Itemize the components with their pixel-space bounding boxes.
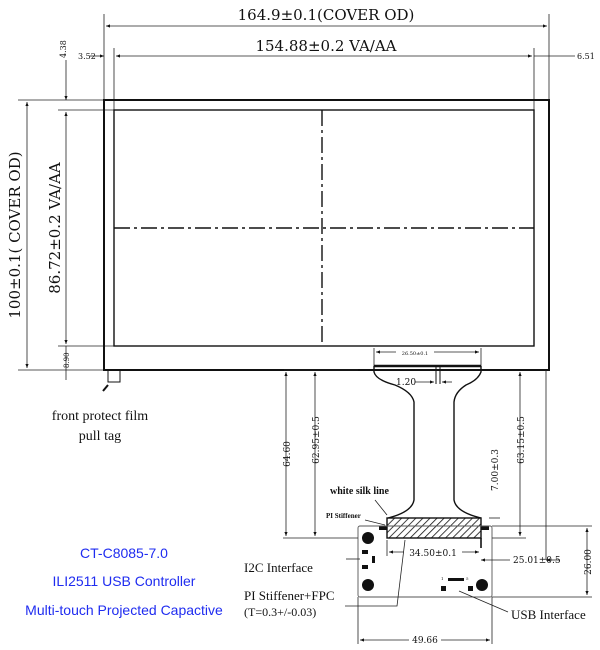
pull-tag-shape <box>107 369 121 383</box>
fpc-outline <box>373 366 482 519</box>
usb-interface-label: USB Interface <box>511 607 586 622</box>
bottom-margin-label: 8.90 <box>63 352 71 368</box>
controller-pcb-outline <box>357 525 493 598</box>
pi-stiffener-label: PI Stiffener <box>326 512 361 520</box>
pi-stiffener-fpc-label: PI Stiffener+FPC <box>244 588 335 603</box>
stiffener-height-label: 7.00±0.3 <box>491 449 501 491</box>
fpc-thickness-label: (T=0.3+/-0.03) <box>244 605 316 619</box>
pcb-height-label: 26.00 <box>584 549 594 575</box>
i2c-interface-label: I2C Interface <box>244 560 313 575</box>
cover-height-label: 100±0.1( COVER OD) <box>6 151 24 318</box>
pull-tag-label-line1: front protect film <box>52 409 149 424</box>
mounting-hole <box>362 532 374 544</box>
va-height-label: 86.72±0.2 VA/AA <box>46 162 64 294</box>
left-margin-label: 3.52 <box>78 52 96 61</box>
product-controller: ILI2511 USB Controller <box>53 573 196 589</box>
pin5-label: 5 <box>466 576 469 581</box>
pull-tag-label-line2: pull tag <box>79 429 121 444</box>
product-type: Multi-touch Projected Capactive <box>25 602 223 618</box>
pcb-width-label: 49.66 <box>412 636 438 646</box>
fpc-length-1-label: 64.60 <box>283 441 293 467</box>
fpc-top-width-label: 26.50±0.1 <box>402 351 428 357</box>
va-width-label: 154.88±0.2 VA/AA <box>255 37 396 55</box>
i2c-connector <box>372 556 375 563</box>
mounting-hole <box>476 579 488 591</box>
fpc-length-3-label: 63.15±0.5 <box>517 416 527 464</box>
pin1-label: 1 <box>441 576 444 581</box>
stiffener-width-label: 34.50±0.1 <box>409 549 457 559</box>
extension-lines <box>18 14 550 371</box>
cover-width-label: 164.9±0.1(COVER OD) <box>238 6 415 24</box>
fpc-length-2-label: 62.95±0.5 <box>312 416 322 464</box>
top-margin-label: 4.38 <box>59 40 68 58</box>
cover-glass-outline <box>103 99 550 371</box>
usb-connector-pins <box>448 578 464 581</box>
white-silk-line-label: white silk line <box>330 486 389 497</box>
right-margin-label: 6.51 <box>577 52 595 61</box>
fpc-offset-label: 25.01±0.5 <box>513 556 561 566</box>
product-model: CT-C8085-7.0 <box>80 545 168 561</box>
fpc-gap-label: 1.20 <box>396 378 416 388</box>
pi-stiffener-hatched <box>386 517 482 539</box>
mounting-hole <box>362 579 374 591</box>
